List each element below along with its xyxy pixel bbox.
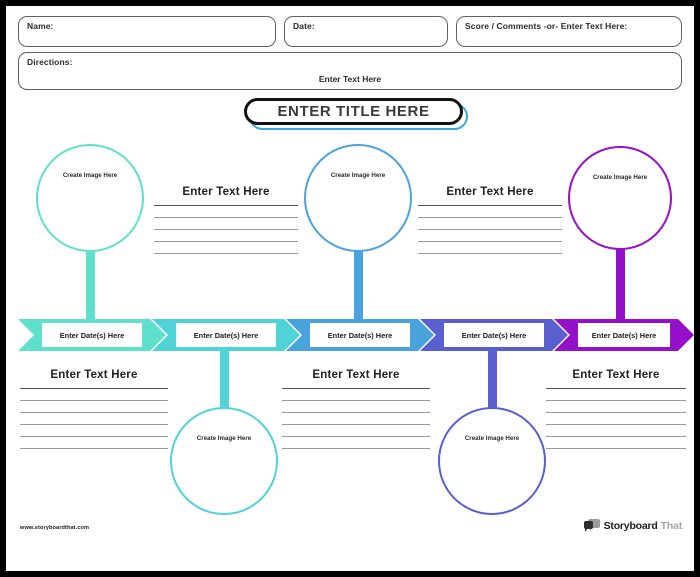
timeline-stem bbox=[615, 246, 625, 323]
writing-line[interactable] bbox=[282, 400, 430, 401]
timeline-stem bbox=[353, 248, 363, 323]
writing-line[interactable] bbox=[282, 436, 430, 437]
image-placeholder-circle[interactable]: Create Image Here bbox=[36, 144, 144, 252]
footer-url: www.storyboardthat.com bbox=[20, 525, 90, 531]
title-text: ENTER TITLE HERE bbox=[277, 103, 430, 120]
writing-line[interactable] bbox=[20, 400, 168, 401]
text-block-heading: Enter Text Here bbox=[572, 369, 660, 381]
writing-line[interactable] bbox=[154, 217, 298, 218]
writing-line[interactable] bbox=[546, 388, 686, 389]
brand-name-first: Storyboard bbox=[603, 519, 658, 532]
image-placeholder-caption: Create Image Here bbox=[196, 435, 252, 442]
writing-line[interactable] bbox=[418, 205, 562, 206]
title-banner: ENTER TITLE HERE bbox=[244, 98, 468, 130]
date-label: Date: bbox=[293, 21, 315, 31]
image-placeholder-circle[interactable]: Create Image Here bbox=[568, 146, 672, 250]
title-box[interactable]: ENTER TITLE HERE bbox=[244, 98, 463, 125]
writing-line[interactable] bbox=[546, 448, 686, 449]
writing-line[interactable] bbox=[20, 388, 168, 389]
date-input-box[interactable]: Enter Date(s) Here bbox=[578, 323, 670, 347]
writing-line[interactable] bbox=[282, 424, 430, 425]
date-label: Enter Date(s) Here bbox=[327, 330, 393, 340]
score-comments-field[interactable]: Score / Comments -or- Enter Text Here: bbox=[456, 16, 682, 47]
image-placeholder-caption: Create Image Here bbox=[464, 435, 520, 442]
text-block-top-1: Enter Text Here bbox=[154, 186, 298, 265]
writing-line[interactable] bbox=[154, 205, 298, 206]
speech-bubble-icon bbox=[583, 519, 601, 532]
directions-value[interactable]: Enter Text Here bbox=[318, 74, 382, 84]
timeline-step-chevron[interactable]: Enter Date(s) Here bbox=[152, 319, 300, 351]
writing-line[interactable] bbox=[546, 436, 686, 437]
text-block-top-2: Enter Text Here bbox=[418, 186, 562, 265]
date-label: Enter Date(s) Here bbox=[591, 330, 657, 340]
date-input-box[interactable]: Enter Date(s) Here bbox=[42, 323, 142, 347]
writing-line[interactable] bbox=[154, 241, 298, 242]
timeline-stem bbox=[487, 347, 497, 413]
image-placeholder-circle[interactable]: Create Image Here bbox=[304, 144, 412, 252]
writing-line[interactable] bbox=[282, 448, 430, 449]
text-block-heading: Enter Text Here bbox=[182, 186, 270, 198]
writing-line[interactable] bbox=[20, 448, 168, 449]
writing-line[interactable] bbox=[154, 229, 298, 230]
writing-line[interactable] bbox=[418, 253, 562, 254]
text-block-bottom-3: Enter Text Here bbox=[546, 369, 686, 460]
writing-line[interactable] bbox=[20, 436, 168, 437]
date-label: Enter Date(s) Here bbox=[461, 330, 527, 340]
timeline-step-chevron[interactable]: Enter Date(s) Here bbox=[420, 319, 568, 351]
writing-line[interactable] bbox=[418, 229, 562, 230]
brand-name-second: That bbox=[660, 519, 683, 532]
writing-line[interactable] bbox=[546, 400, 686, 401]
date-field[interactable]: Date: bbox=[284, 16, 448, 47]
writing-line[interactable] bbox=[20, 412, 168, 413]
writing-line[interactable] bbox=[20, 424, 168, 425]
date-input-box[interactable]: Enter Date(s) Here bbox=[176, 323, 276, 347]
storyboardthat-logo: Storyboard That bbox=[583, 519, 683, 532]
directions-label: Directions: bbox=[27, 57, 73, 67]
writing-line[interactable] bbox=[418, 241, 562, 242]
writing-line[interactable] bbox=[546, 412, 686, 413]
date-input-box[interactable]: Enter Date(s) Here bbox=[444, 323, 544, 347]
writing-line[interactable] bbox=[546, 424, 686, 425]
date-label: Enter Date(s) Here bbox=[193, 330, 259, 340]
image-placeholder-circle[interactable]: Create Image Here bbox=[170, 407, 278, 515]
image-placeholder-caption: Create Image Here bbox=[592, 174, 648, 181]
writing-line[interactable] bbox=[154, 253, 298, 254]
text-block-bottom-2: Enter Text Here bbox=[282, 369, 430, 460]
writing-line[interactable] bbox=[282, 412, 430, 413]
timeline-stem bbox=[219, 347, 229, 413]
date-label: Enter Date(s) Here bbox=[59, 330, 125, 340]
timeline-step-chevron[interactable]: Enter Date(s) Here bbox=[554, 319, 694, 351]
text-block-heading: Enter Text Here bbox=[50, 369, 138, 381]
worksheet-canvas: Name: Date: Score / Comments -or- Enter … bbox=[6, 6, 694, 571]
date-input-box[interactable]: Enter Date(s) Here bbox=[310, 323, 410, 347]
name-field[interactable]: Name: bbox=[18, 16, 276, 47]
writing-line[interactable] bbox=[282, 388, 430, 389]
image-placeholder-circle[interactable]: Create Image Here bbox=[438, 407, 546, 515]
timeline-stem bbox=[85, 248, 95, 323]
text-block-heading: Enter Text Here bbox=[446, 186, 534, 198]
timeline-step-chevron[interactable]: Enter Date(s) Here bbox=[286, 319, 434, 351]
text-block-bottom-1: Enter Text Here bbox=[20, 369, 168, 460]
timeline-step-chevron[interactable]: Enter Date(s) Here bbox=[18, 319, 166, 351]
score-comments-label: Score / Comments -or- Enter Text Here: bbox=[465, 21, 628, 31]
name-label: Name: bbox=[27, 21, 54, 31]
directions-field[interactable]: Directions: Enter Text Here bbox=[18, 52, 682, 90]
speech-bubble-back-icon bbox=[587, 519, 600, 531]
image-placeholder-caption: Create Image Here bbox=[330, 172, 386, 179]
writing-line[interactable] bbox=[418, 217, 562, 218]
text-block-heading: Enter Text Here bbox=[312, 369, 400, 381]
image-placeholder-caption: Create Image Here bbox=[62, 172, 118, 179]
speech-bubble-front-icon bbox=[583, 521, 593, 532]
